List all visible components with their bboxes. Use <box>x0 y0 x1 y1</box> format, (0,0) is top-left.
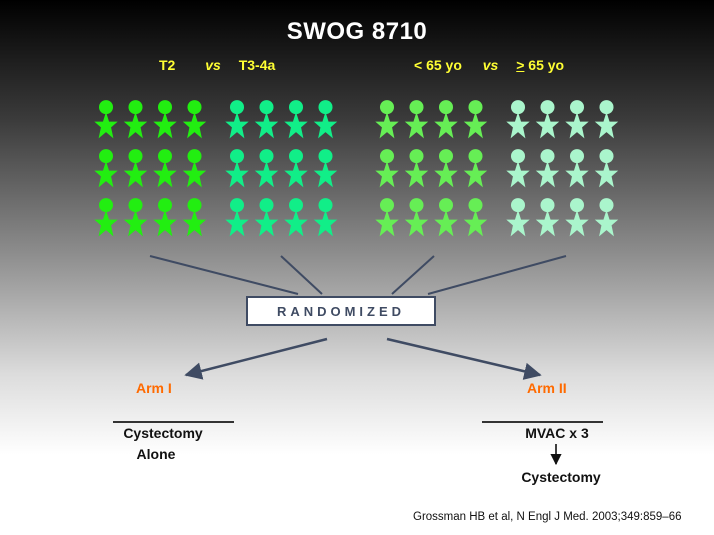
arrow-to-arm-2 <box>386 337 542 380</box>
stage-vs-label: vs <box>205 57 221 73</box>
arm-2-label: Arm II <box>527 380 567 396</box>
arm-1-treatment: Cystectomy Alone <box>103 423 223 465</box>
arm-1-step-1: Cystectomy <box>123 425 203 441</box>
age-right-symbol: > <box>516 57 525 73</box>
age-right-rest: 65 yo <box>524 57 565 73</box>
stage-left-label: T2 <box>159 57 176 73</box>
arm-2-divider <box>482 421 603 423</box>
age-vs-label: vs <box>482 57 499 73</box>
stage-header: T2 vs T3-4a <box>159 57 275 73</box>
arm-1-label: Arm I <box>136 380 172 396</box>
arm-2-step-2: Cystectomy <box>521 469 601 485</box>
group-connector-4 <box>427 255 567 295</box>
arm-2-step-1: MVAC x 3 <box>525 425 589 441</box>
age-right-label: > 65 yo <box>516 57 564 73</box>
randomized-box: RANDOMIZED <box>246 296 436 326</box>
group-connector-3 <box>391 255 435 295</box>
age-left-label: < 65 yo <box>414 57 462 73</box>
arm-1-step-2: Alone <box>136 446 176 462</box>
age-header: < 65 yo vs > 65 yo <box>414 57 564 73</box>
group-connector-1 <box>149 255 299 295</box>
arrow-to-arm-1 <box>184 337 328 380</box>
stage-right-label: T3-4a <box>238 57 276 73</box>
group-connector-2 <box>280 255 323 295</box>
slide-title: SWOG 8710 <box>286 18 428 45</box>
arm-1-divider <box>113 421 234 423</box>
citation: Grossman HB et al, N Engl J Med. 2003;34… <box>413 511 682 523</box>
